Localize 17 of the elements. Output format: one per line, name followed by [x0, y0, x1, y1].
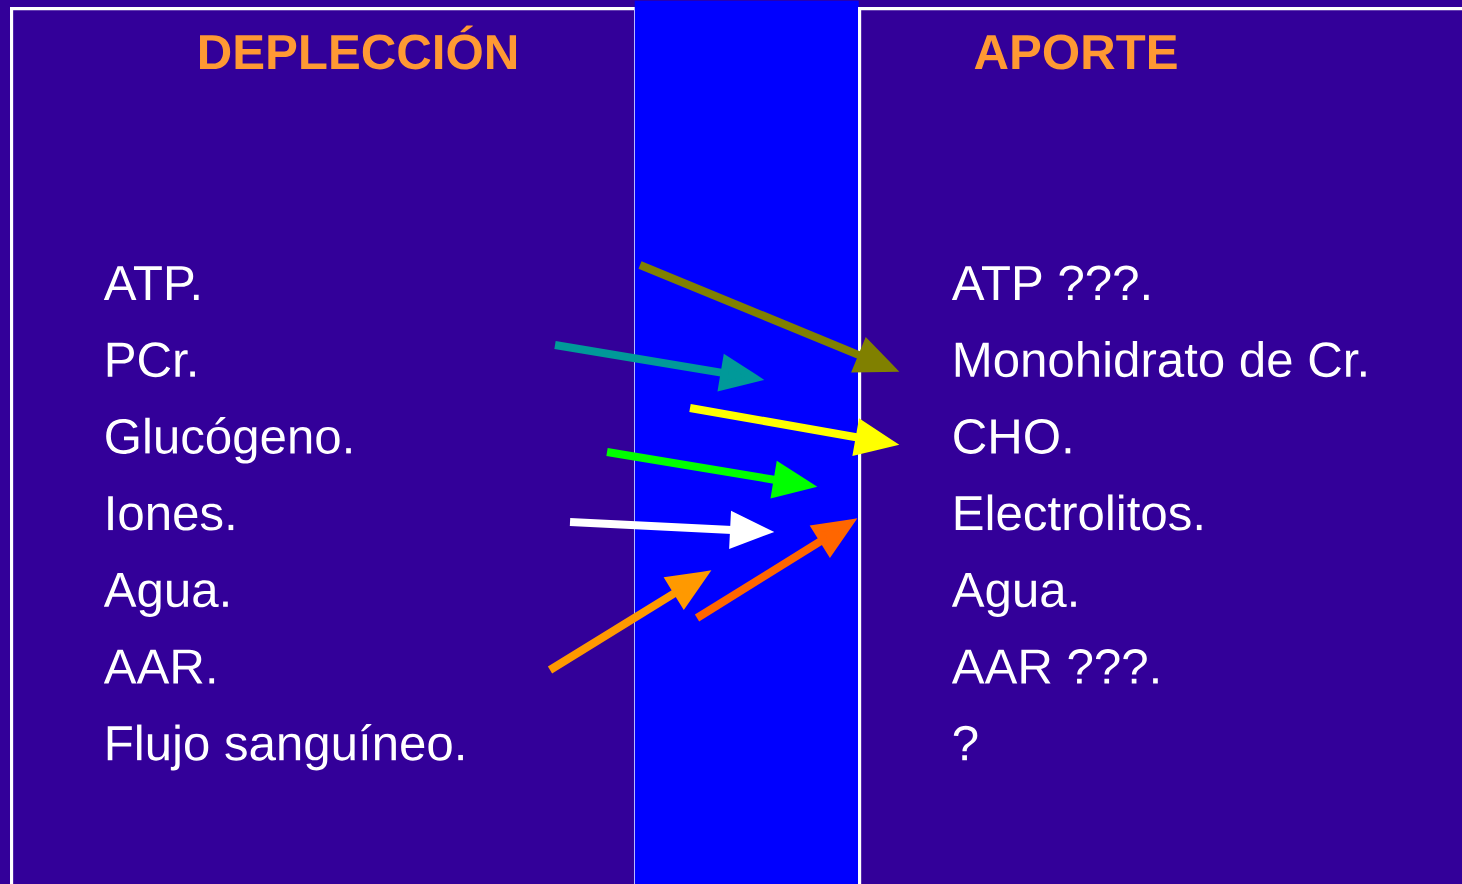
list-item: Monohidrato de Cr.: [955, 341, 1366, 378]
list-item: AAR.: [103, 649, 215, 684]
list-item: ATP ???.: [951, 265, 1149, 300]
list-item: ?: [953, 725, 978, 761]
list-item: Agua.: [951, 572, 1076, 617]
list-item: ATP.: [103, 266, 199, 300]
list-item: Glucógeno.: [106, 417, 351, 464]
list-item: Electrolitos.: [955, 494, 1202, 531]
list-item: Flujo sanguíneo.: [107, 723, 463, 771]
band: [634, 0, 859, 884]
heading: APORTE: [974, 34, 1177, 70]
list-item: AAR ???.: [951, 649, 1158, 684]
list-item: Agua.: [103, 572, 228, 617]
list-item: Iones.: [108, 496, 234, 531]
list-item: PCr.: [107, 342, 195, 378]
list-item: CHO.: [954, 419, 1071, 454]
heading: DEPLECCIÓN: [200, 25, 516, 70]
